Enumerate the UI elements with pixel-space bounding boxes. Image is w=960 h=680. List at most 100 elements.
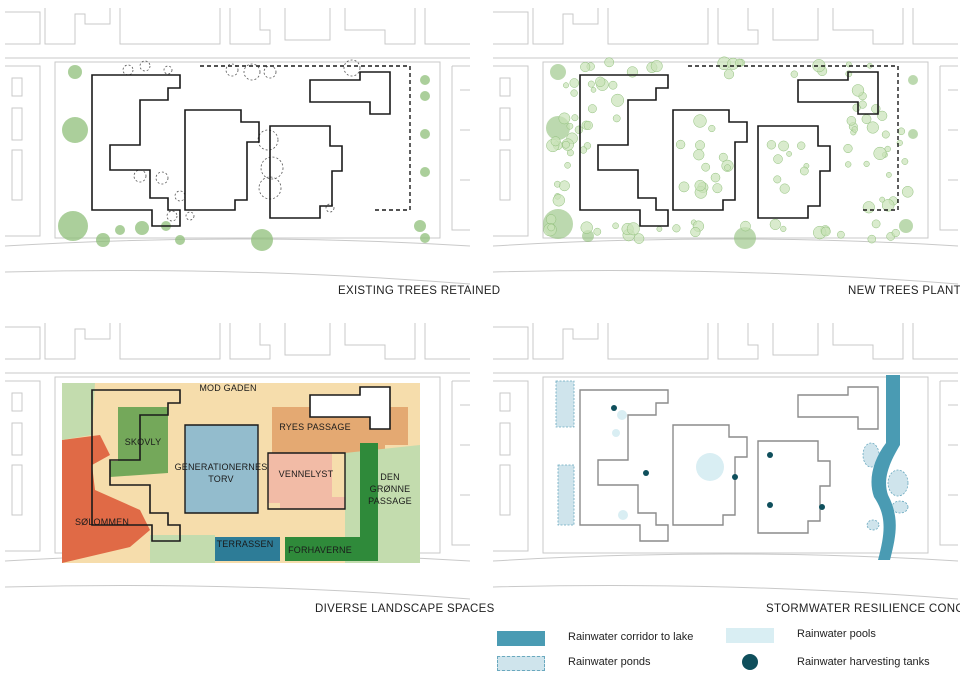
new-tree	[866, 121, 879, 134]
zone-solommen	[62, 435, 150, 563]
new-tree	[877, 110, 888, 121]
new-tree	[650, 60, 663, 73]
caption-new-trees: NEW TREES PLANTED	[848, 285, 960, 297]
new-tree	[547, 223, 555, 232]
new-tree	[891, 228, 900, 238]
new-tree	[766, 140, 777, 150]
new-tree	[812, 59, 826, 73]
new-tree	[590, 87, 597, 93]
new-tree	[901, 186, 914, 198]
new-tree	[552, 194, 565, 207]
new-tree	[626, 222, 640, 236]
legend-swatch-tanks	[742, 654, 758, 670]
new-tree	[779, 183, 790, 194]
new-tree	[886, 172, 892, 178]
new-tree	[837, 230, 845, 239]
new-tree	[564, 162, 571, 169]
new-tree	[604, 57, 615, 68]
legend-label-corridor: Rainwater corridor to lake	[568, 631, 694, 643]
new-tree	[566, 122, 574, 130]
new-tree	[563, 82, 569, 89]
new-tree	[675, 139, 686, 150]
zone-forhaverne	[285, 537, 360, 561]
new-tree	[558, 112, 571, 125]
new-tree	[871, 104, 881, 114]
panel-stormwater	[492, 322, 959, 600]
caption-existing-trees: EXISTING TREES RETAINED	[338, 285, 501, 297]
new-tree	[580, 61, 591, 73]
buildings	[91, 386, 391, 542]
new-tree	[740, 220, 751, 232]
new-tree	[863, 160, 870, 167]
new-tree	[701, 162, 711, 172]
zone-generationernes-torv	[185, 425, 258, 513]
label-terrassen: TERRASSEN	[217, 539, 274, 549]
panel-new-trees	[492, 7, 959, 285]
rainwater-corridor	[871, 375, 900, 560]
new-tree	[595, 76, 606, 87]
legend-label-ponds: Rainwater ponds	[568, 656, 651, 668]
new-tree	[773, 175, 782, 184]
new-tree	[569, 78, 580, 88]
legend-label-tanks: Rainwater harvesting tanks	[797, 656, 930, 668]
legend-swatch-pools	[726, 628, 774, 643]
label-den-gronne-1: DEN	[380, 472, 400, 482]
buildings	[579, 71, 879, 227]
new-tree	[695, 140, 705, 151]
new-tree	[708, 124, 716, 133]
new-tree	[559, 180, 570, 192]
legend-label-pools: Rainwater pools	[797, 628, 876, 640]
new-tree	[901, 158, 909, 165]
label-solommen: SØLOMMEN	[75, 517, 129, 527]
zone-den-gronne-passage	[360, 443, 378, 561]
new-trees-small	[543, 56, 914, 244]
new-tree	[773, 154, 783, 164]
new-tree	[579, 146, 588, 154]
legend-swatch-ponds	[497, 656, 545, 671]
new-tree	[608, 80, 618, 90]
new-tree	[780, 225, 787, 232]
new-tree	[574, 125, 584, 134]
new-tree	[678, 181, 690, 193]
new-tree	[735, 58, 744, 68]
panel-existing-trees	[4, 7, 471, 285]
new-tree	[587, 104, 597, 114]
zone-vennelyst	[268, 453, 345, 509]
new-tree	[846, 116, 857, 126]
new-tree	[672, 224, 681, 233]
new-tree	[881, 199, 895, 212]
new-tree	[851, 84, 865, 97]
new-tree	[897, 127, 906, 136]
new-tree	[879, 196, 886, 203]
label-den-gronne-2: GRØNNE	[370, 484, 411, 494]
new-tree	[724, 164, 731, 172]
rainwater-pools	[612, 410, 724, 520]
new-tree	[790, 70, 798, 78]
new-tree	[550, 136, 561, 147]
label-den-gronne-3: PASSAGE	[368, 496, 412, 506]
new-tree	[693, 149, 705, 161]
zone-terrassen	[215, 537, 280, 561]
new-tree	[571, 114, 579, 122]
new-tree	[852, 103, 861, 112]
new-tree	[778, 140, 789, 152]
new-tree	[786, 151, 792, 157]
panel-landscape-spaces: MOD GADEN SKOVLY RYES PASSAGE GENERATION…	[4, 322, 471, 600]
new-tree	[799, 166, 809, 176]
new-tree	[881, 130, 890, 139]
label-generationernes-1: GENERATIONERNES	[175, 462, 268, 472]
new-tree	[593, 227, 602, 236]
harvesting-tanks	[611, 405, 825, 510]
new-tree	[612, 222, 619, 230]
new-tree	[723, 69, 735, 80]
new-tree	[612, 114, 621, 123]
retained-trees	[58, 65, 430, 251]
label-generationernes-2: TORV	[208, 474, 233, 484]
new-tree	[843, 143, 853, 154]
label-skovly: SKOVLY	[125, 437, 162, 447]
new-tree	[710, 172, 721, 183]
new-tree	[845, 161, 852, 168]
label-mod-gaden: MOD GADEN	[199, 383, 256, 393]
